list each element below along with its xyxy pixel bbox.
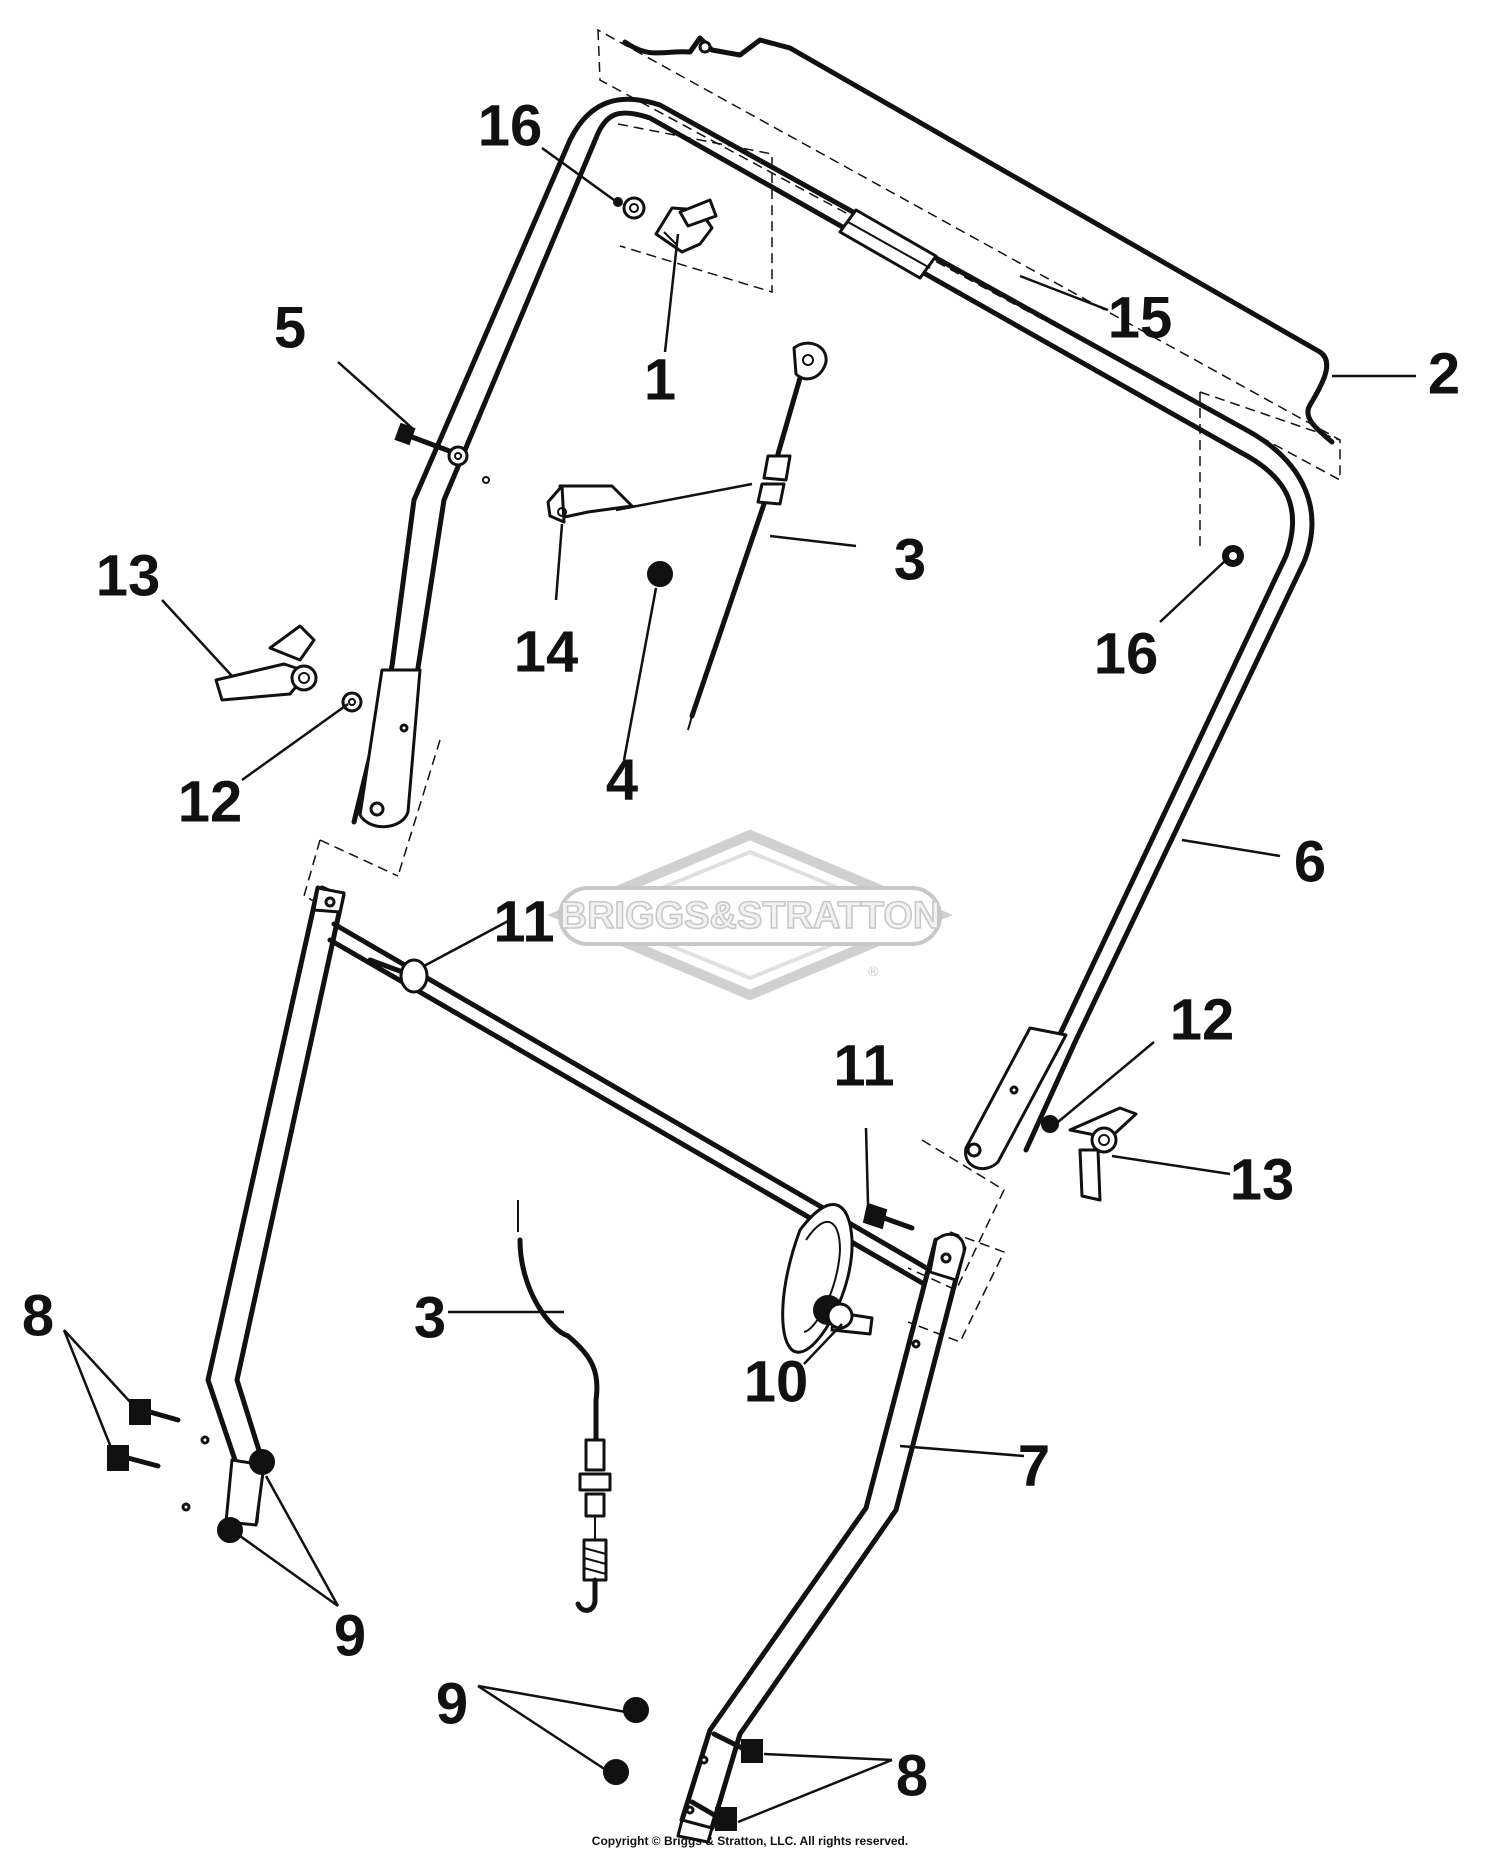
nut-part-9-right-lower — [603, 1759, 629, 1785]
callout-8-right: 8 — [896, 1743, 928, 1808]
callout-16-upper: 16 — [478, 93, 543, 158]
callout-3-lower: 3 — [414, 1285, 446, 1350]
bolt-part-8-right-lower — [689, 1799, 737, 1831]
callout-16-lower: 16 — [1094, 621, 1159, 686]
upper-handle-part-6 — [351, 96, 1315, 1171]
callout-15: 15 — [1108, 285, 1173, 350]
callout-12-right: 12 — [1170, 987, 1235, 1052]
callout-11-upper: 11 — [493, 889, 554, 954]
callout-3-upper: 3 — [894, 527, 926, 592]
callout-8-left: 8 — [22, 1283, 54, 1348]
callout-14: 14 — [514, 619, 579, 684]
callout-1: 1 — [644, 347, 676, 412]
copyright-notice: Copyright © Briggs & Stratton, LLC. All … — [591, 1834, 909, 1848]
nut-part-9-left-upper — [249, 1449, 275, 1475]
washer-part-12-left — [341, 691, 363, 713]
callout-12-left: 12 — [178, 769, 243, 834]
callout-5: 5 — [274, 295, 306, 360]
callout-11-lower: 11 — [833, 1033, 894, 1098]
leader-lines — [62, 146, 1416, 1824]
cable-part-3-upper — [687, 341, 828, 731]
bracket-part-1 — [654, 198, 718, 254]
nut-part-9-left-lower — [217, 1517, 243, 1543]
callout-6: 6 — [1294, 829, 1326, 894]
carriage-bolt-part-11-lower — [862, 1202, 915, 1231]
cable-part-3-lower — [517, 1200, 612, 1613]
callout-13-right: 13 — [1230, 1147, 1295, 1212]
wing-nut-part-13-left — [214, 624, 318, 702]
alignment-boxes — [303, 123, 1341, 1343]
cable-clip-part-14 — [546, 484, 634, 524]
callout-2: 2 — [1428, 341, 1460, 406]
callout-7: 7 — [1018, 1433, 1050, 1498]
control-rod-part-2 — [597, 28, 1341, 482]
callout-13-left: 13 — [96, 543, 161, 608]
callouts: 16 1 15 2 5 3 13 14 16 12 4 6 11 12 11 1… — [22, 93, 1460, 1808]
carriage-bolt-part-11-upper — [367, 957, 429, 994]
callout-10: 10 — [744, 1349, 809, 1414]
nut-part-16-upper — [613, 196, 646, 220]
callout-9-left: 9 — [334, 1603, 366, 1668]
wing-nut-part-13-right — [1068, 1106, 1138, 1202]
watermark-text: BRIGGS&STRATTON — [560, 895, 941, 937]
bolt-part-8-left-lower — [107, 1445, 161, 1471]
bolt-part-8-right-upper — [711, 1731, 763, 1763]
briggs-stratton-watermark: BRIGGS&STRATTON ® — [547, 829, 953, 1001]
nut-part-9-right-upper — [623, 1697, 649, 1723]
nut-part-4 — [647, 561, 673, 587]
grip-part-15 — [838, 208, 938, 280]
callout-4: 4 — [606, 747, 638, 812]
nut-part-16-lower — [1222, 545, 1244, 567]
plate-assembly-part-10 — [781, 1203, 874, 1354]
bolt-part-8-left-upper — [129, 1399, 181, 1425]
screw-part-5 — [394, 422, 469, 467]
washer-part-12-right — [1041, 1115, 1059, 1133]
lower-handle-part-7 — [181, 885, 967, 1844]
callout-9-right: 9 — [436, 1671, 468, 1736]
watermark-registered: ® — [868, 963, 879, 979]
